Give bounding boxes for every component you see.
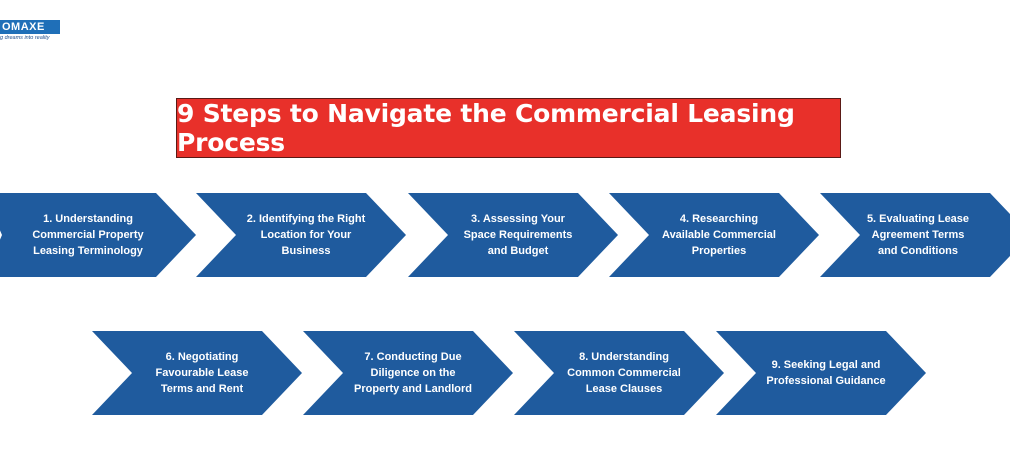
- step-6-chevron: 6. Negotiating Favourable Lease Terms an…: [92, 331, 302, 415]
- step-7-chevron: 7. Conducting Due Diligence on the Prope…: [303, 331, 513, 415]
- logo-tagline: g dreams into reality: [0, 35, 50, 41]
- step-8-label: 8. Understanding Common Commercial Lease…: [567, 351, 681, 395]
- step-7-label: 7. Conducting Due Diligence on the Prope…: [354, 351, 472, 395]
- step-2-chevron: 2. Identifying the Right Location for Yo…: [196, 193, 406, 277]
- step-5-chevron: 5. Evaluating Lease Agreement Terms and …: [820, 193, 1010, 277]
- logo-wordmark: OMAXE: [0, 20, 60, 34]
- step-9-label: 9. Seeking Legal and Professional Guidan…: [766, 359, 886, 387]
- title-banner: 9 Steps to Navigate the Commercial Leasi…: [176, 98, 841, 158]
- step-5-label: 5. Evaluating Lease Agreement Terms and …: [866, 213, 970, 257]
- step-9-chevron: 9. Seeking Legal and Professional Guidan…: [716, 331, 926, 415]
- step-2-label: 2. Identifying the Right Location for Yo…: [246, 213, 366, 257]
- step-3-chevron: 3. Assessing Your Space Requirements and…: [408, 193, 618, 277]
- step-4-chevron: 4. Researching Available Commercial Prop…: [609, 193, 819, 277]
- step-3-label: 3. Assessing Your Space Requirements and…: [463, 213, 573, 257]
- step-4-label: 4. Researching Available Commercial Prop…: [662, 213, 776, 257]
- step-1-chevron: 1. Understanding Commercial Property Lea…: [0, 193, 196, 277]
- omaxe-logo: OMAXE g dreams into reality: [0, 20, 70, 46]
- step-8-chevron: 8. Understanding Common Commercial Lease…: [514, 331, 724, 415]
- step-6-label: 6. Negotiating Favourable Lease Terms an…: [155, 351, 249, 395]
- page-title: 9 Steps to Navigate the Commercial Leasi…: [177, 99, 795, 157]
- step-1-label: 1. Understanding Commercial Property Lea…: [32, 213, 144, 257]
